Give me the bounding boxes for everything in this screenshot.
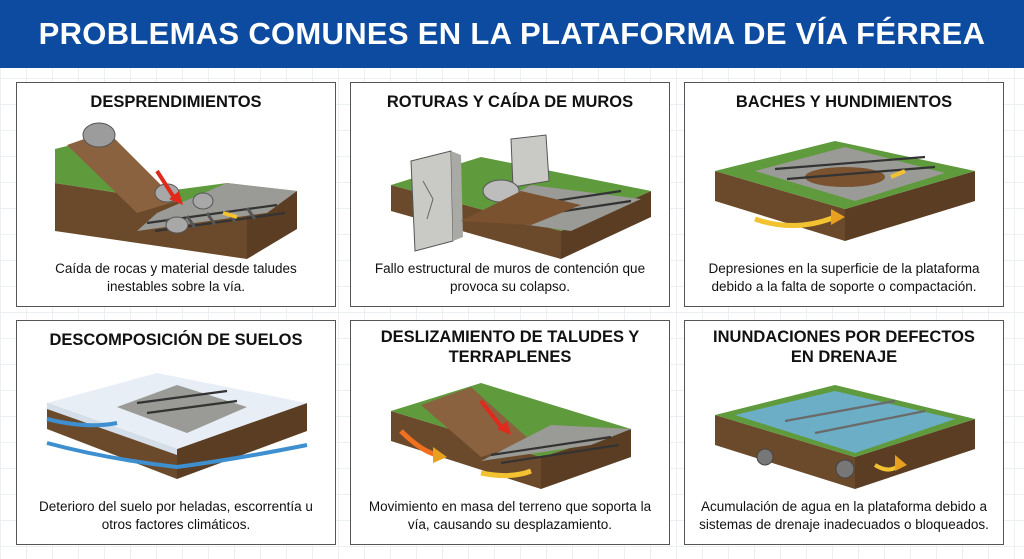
card-deslizamiento-taludes: DESLIZAMIENTO DE TALUDES Y TERRAPLENES M… <box>350 320 670 545</box>
card-inundaciones-drenaje: INUNDACIONES POR DEFECTOS EN DRENAJE Acu… <box>684 320 1004 545</box>
card-description: Caída de rocas y material desde taludes … <box>55 261 297 294</box>
card-descomposicion-suelos: DESCOMPOSICIÓN DE SUELOS Deterioro del s… <box>16 320 336 545</box>
card-description: Acumulación de agua en la plataforma deb… <box>699 499 989 532</box>
card-desprendimientos: DESPRENDIMIENTOS Caída de rocas y materi… <box>16 82 336 307</box>
card-title: ROTURAS Y CAÍDA DE MUROS <box>386 93 634 111</box>
card-description: Fallo estructural de muros de contención… <box>374 261 646 294</box>
landslide-illustration <box>391 383 631 489</box>
header-banner: PROBLEMAS COMUNES EN LA PLATAFORMA DE VÍ… <box>0 0 1024 68</box>
card-title: INUNDACIONES POR DEFECTOS EN DRENAJE <box>713 328 975 366</box>
card-title: DESCOMPOSICIÓN DE SUELOS <box>49 331 303 349</box>
rockfall-illustration <box>55 122 297 259</box>
flooding-illustration <box>715 385 975 489</box>
card-title: DESPRENDIMIENTOS <box>90 93 262 111</box>
page-title: PROBLEMAS COMUNES EN LA PLATAFORMA DE VÍ… <box>38 16 986 51</box>
sinkhole-illustration <box>715 141 975 241</box>
soil-decomposition-illustration <box>46 373 308 479</box>
card-title: DESLIZAMIENTO DE TALUDES Y TERRAPLENES <box>380 328 640 366</box>
card-baches-hundimientos: BACHES Y HUNDIMIENTOS Depresiones en la … <box>684 82 1004 307</box>
wall-collapse-illustration <box>391 134 651 259</box>
card-description: Deterioro del suelo por heladas, escorre… <box>39 499 313 532</box>
card-description: Depresiones en la superficie de la plata… <box>708 261 980 294</box>
card-roturas-muros: ROTURAS Y CAÍDA DE MUROS Fallo estructur… <box>350 82 670 307</box>
card-description: Movimiento en masa del terreno que sopor… <box>368 499 652 532</box>
card-title: BACHES Y HUNDIMIENTOS <box>735 93 953 111</box>
